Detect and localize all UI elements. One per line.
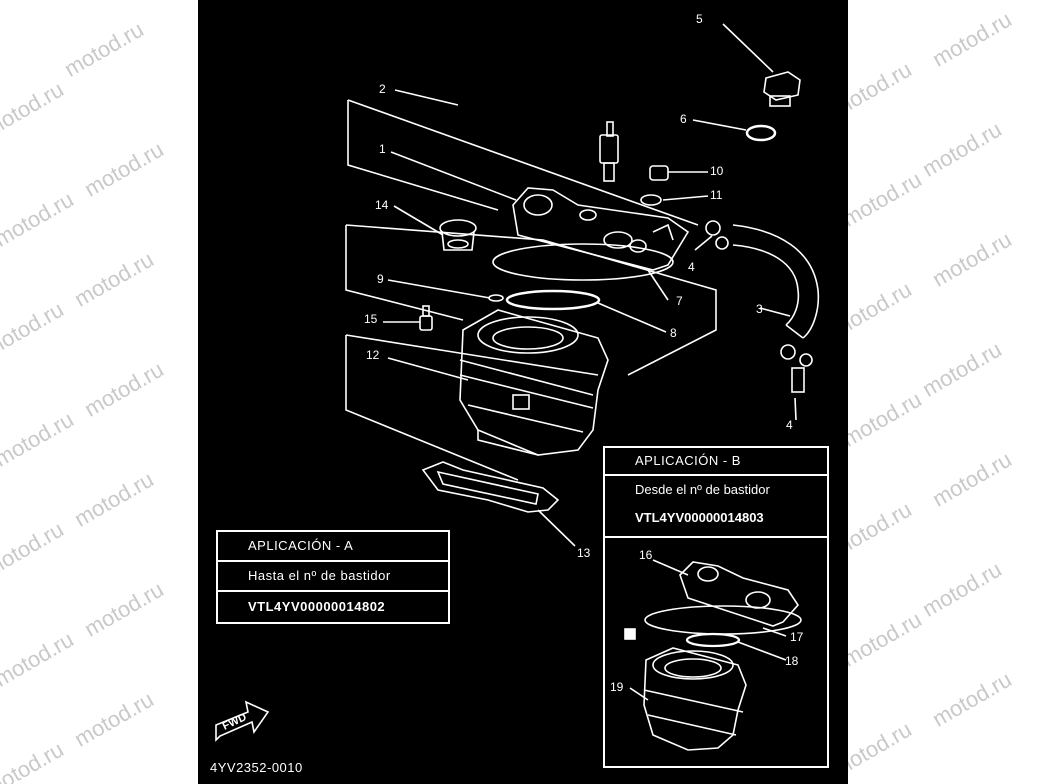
application-a-frame-no: VTL4YV00000014802	[248, 599, 386, 614]
application-b-box: APLICACIÓN - B Desde el nº de bastidor V…	[603, 446, 829, 768]
callout-17: 17	[790, 630, 804, 644]
watermark-right: motod.ru motod.ru motod.ru motod.ru moto…	[848, 6, 1016, 782]
callout-4-upper: 4	[688, 260, 695, 274]
washer	[745, 124, 777, 142]
diagram-panel: 2 1 5 6 10 11 14 4 3 7 8 9 15 12 4 13 16…	[198, 0, 848, 784]
cylinder-head	[512, 187, 690, 271]
watermark-left: motod.ru motod.ru motod.ru motod.ru moto…	[0, 16, 168, 784]
application-b-note: Desde el nº de bastidor	[635, 482, 770, 497]
group-frame-lower	[345, 335, 519, 481]
head-gasket	[492, 243, 674, 281]
application-a-box: APLICACIÓN - A Hasta el nº de bastidor V…	[216, 530, 450, 624]
o-ring	[505, 289, 601, 311]
small-o-ring	[488, 294, 504, 302]
callout-4-lower: 4	[786, 418, 793, 432]
inset-square-mark	[624, 628, 636, 640]
callout-5: 5	[696, 12, 703, 26]
callout-16: 16	[639, 548, 653, 562]
callout-1: 1	[379, 142, 386, 156]
drain-bolt	[763, 71, 801, 107]
callout-14: 14	[375, 198, 389, 212]
inset-o-ring	[685, 632, 741, 648]
cylinder	[459, 309, 609, 456]
callout-2: 2	[379, 82, 386, 96]
hose-clamp-lower	[780, 344, 813, 393]
callout-13: 13	[577, 546, 591, 560]
inset-cylinder	[643, 647, 747, 751]
small-washer	[640, 194, 662, 206]
callout-18: 18	[785, 654, 799, 668]
application-a-note: Hasta el nº de bastidor	[218, 562, 448, 592]
coolant-hose	[732, 224, 820, 339]
nut	[649, 165, 669, 181]
application-a-title: APLICACIÓN - A	[218, 532, 448, 562]
diagram-code: 4YV2352-0010	[210, 760, 303, 775]
application-b-frame-no: VTL4YV00000014803	[635, 510, 764, 525]
hose-clamp-upper	[705, 220, 729, 250]
callout-6: 6	[680, 112, 687, 126]
group-frame-head	[347, 100, 499, 211]
callout-8: 8	[670, 326, 677, 340]
application-b-title: APLICACIÓN - B	[605, 448, 827, 476]
callout-3: 3	[756, 302, 763, 316]
inset-cylinder-head	[679, 561, 800, 627]
callout-11: 11	[710, 188, 723, 202]
application-b-header: Desde el nº de bastidor VTL4YV0000001480…	[605, 476, 827, 538]
callout-9: 9	[377, 272, 384, 286]
callout-7: 7	[676, 294, 683, 308]
callout-10: 10	[710, 164, 724, 178]
spark-plug	[599, 121, 619, 182]
exploded-view-drawing	[215, 23, 820, 751]
stud-bolt	[419, 305, 433, 331]
group-frame-middle	[345, 225, 464, 321]
callout-15: 15	[364, 312, 378, 326]
base-gasket	[421, 461, 560, 513]
callout-19: 19	[610, 680, 624, 694]
callout-12: 12	[366, 348, 380, 362]
thermostat	[439, 219, 477, 251]
fwd-arrow	[215, 700, 270, 742]
